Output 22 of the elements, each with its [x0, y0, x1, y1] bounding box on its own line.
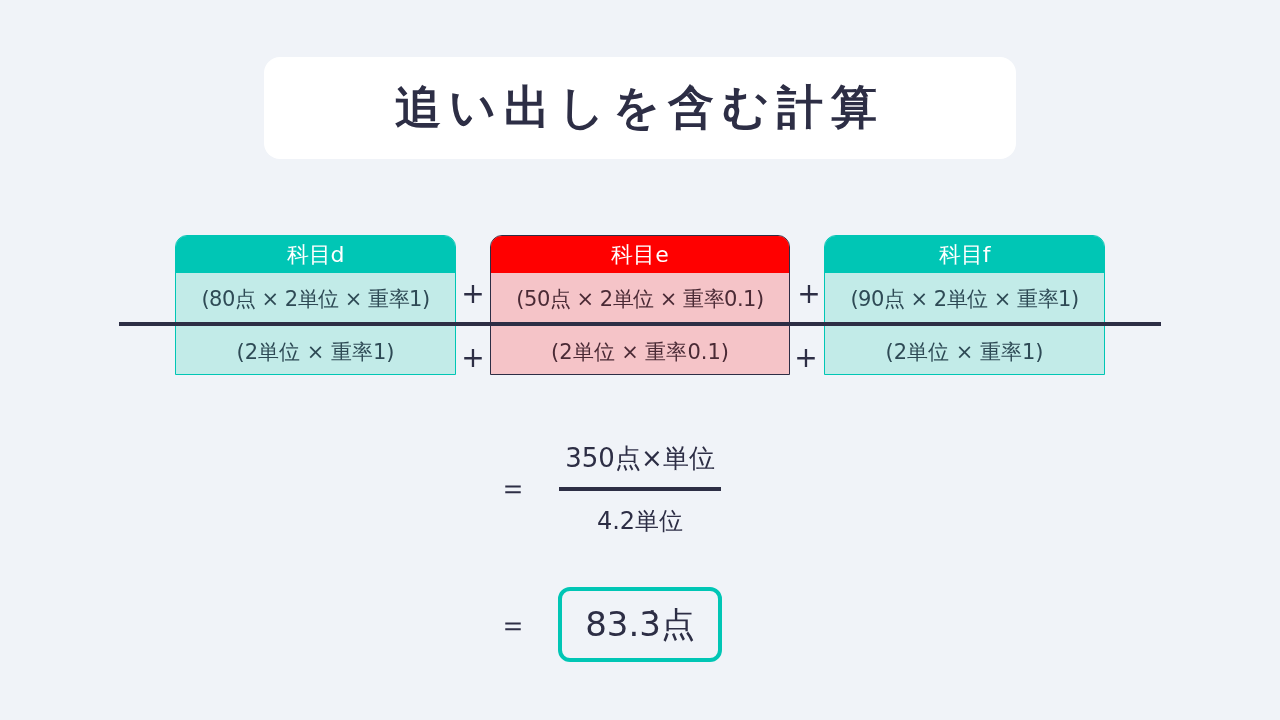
- subject-card: [490, 235, 790, 375]
- equals-sign: ＝: [498, 468, 528, 507]
- numerator-term: (80点 × 2単位 × 重率1): [200, 286, 431, 313]
- denominator-text: 4.2単位: [596, 506, 684, 537]
- card-header: 科目d: [176, 236, 455, 273]
- result-box: 83.3̇点: [558, 587, 722, 662]
- subject-card: [175, 235, 456, 375]
- card-header: 科目f: [825, 236, 1104, 273]
- card-header: 科目e: [491, 236, 789, 273]
- numerator-term: (90点 × 2単位 × 重率1): [849, 286, 1080, 313]
- denominator-term: (2単位 × 重率0.1): [549, 338, 731, 366]
- numerator-text: 350点×単位: [565, 441, 715, 475]
- subject-card: [824, 235, 1105, 375]
- numerator-term: (50点 × 2単位 × 重率0.1): [515, 286, 765, 313]
- plus-sign: +: [797, 276, 821, 310]
- title: 追い出しを含む計算: [395, 79, 885, 136]
- equals-sign: ＝: [498, 605, 528, 644]
- plus-sign: +: [461, 276, 485, 310]
- plus-sign: +: [794, 340, 818, 374]
- denominator-term: (2単位 × 重率1): [235, 338, 396, 366]
- denominator-term: (2単位 × 重率1): [884, 338, 1045, 366]
- plus-sign: +: [461, 340, 485, 374]
